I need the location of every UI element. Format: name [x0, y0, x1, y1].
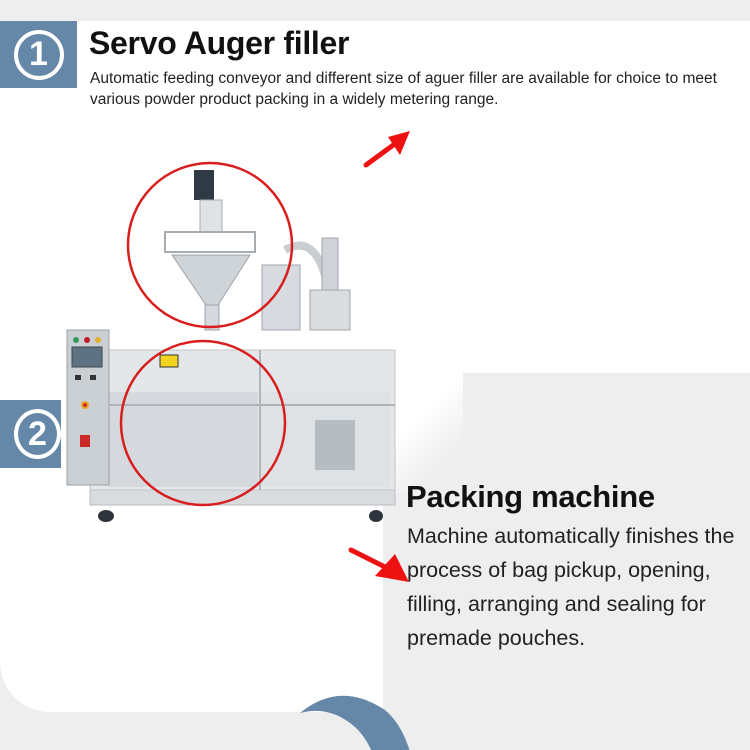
section-2-number-badge: 2	[0, 400, 61, 468]
circled-number-2: 2	[14, 409, 61, 459]
red-arrow-up-right-icon	[363, 131, 410, 168]
background-top-strip	[0, 0, 750, 21]
section-2-title: Packing machine	[406, 479, 655, 514]
packing-station-highlight-circle	[119, 339, 287, 507]
auger-filler-highlight-circle	[126, 161, 294, 329]
red-arrow-down-right-icon	[348, 547, 409, 582]
background-top-panel	[0, 21, 750, 373]
section-2-description: Machine automatically finishes the proce…	[407, 524, 735, 650]
section-1-title: Servo Auger filler	[89, 25, 350, 61]
packing-machine-image	[66, 161, 396, 522]
circled-number-1: 1	[13, 29, 64, 80]
section-1-number-badge: 1	[0, 21, 77, 88]
section-1-description: Automatic feeding conveyor and different…	[90, 70, 717, 108]
blue-crescent-decoration	[300, 695, 410, 750]
background-right-panel-fade	[383, 373, 463, 493]
